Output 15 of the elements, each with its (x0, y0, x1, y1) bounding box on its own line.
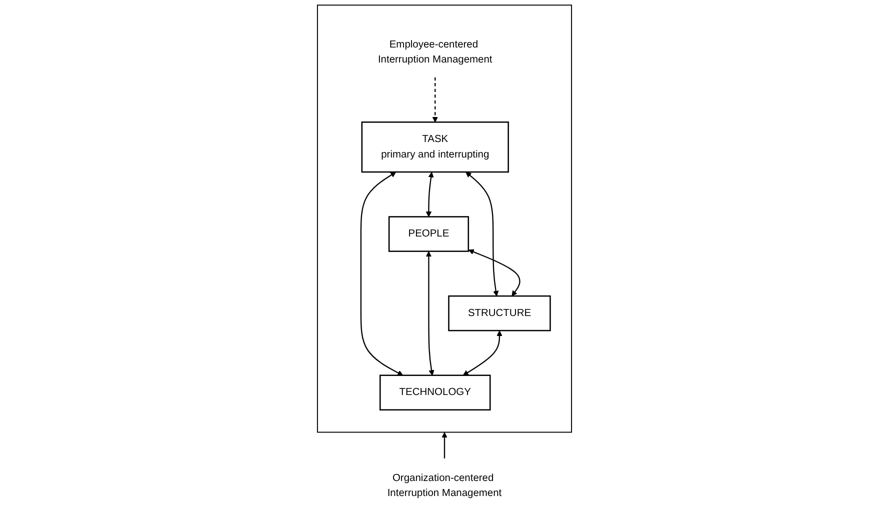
node-box (361, 121, 509, 173)
arrow (468, 249, 520, 296)
arrow (360, 172, 404, 376)
arrow (442, 432, 448, 458)
node-box (379, 374, 491, 410)
node-box (388, 216, 470, 252)
arrow (466, 172, 499, 296)
arrow (426, 172, 434, 218)
arrow (432, 77, 438, 122)
arrow (426, 251, 434, 376)
node-text: Organization-centered Interruption Management (387, 472, 502, 499)
cluster (316, 4, 572, 433)
node-text: Employee-centered Interruption Management (378, 39, 492, 66)
arrow (462, 330, 502, 376)
node-box (448, 295, 551, 332)
